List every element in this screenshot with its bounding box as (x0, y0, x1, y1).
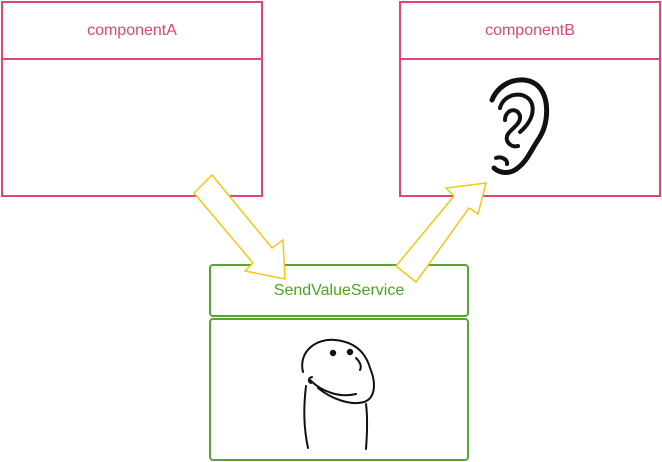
component-b-box: componentB (399, 1, 661, 197)
component-b-title: componentB (401, 3, 659, 60)
service-body-box (209, 318, 469, 461)
service-header-box: SendValueService (209, 264, 469, 317)
component-a-box: componentA (1, 1, 263, 197)
service-title: SendValueService (273, 281, 405, 299)
component-a-title: componentA (3, 3, 261, 60)
